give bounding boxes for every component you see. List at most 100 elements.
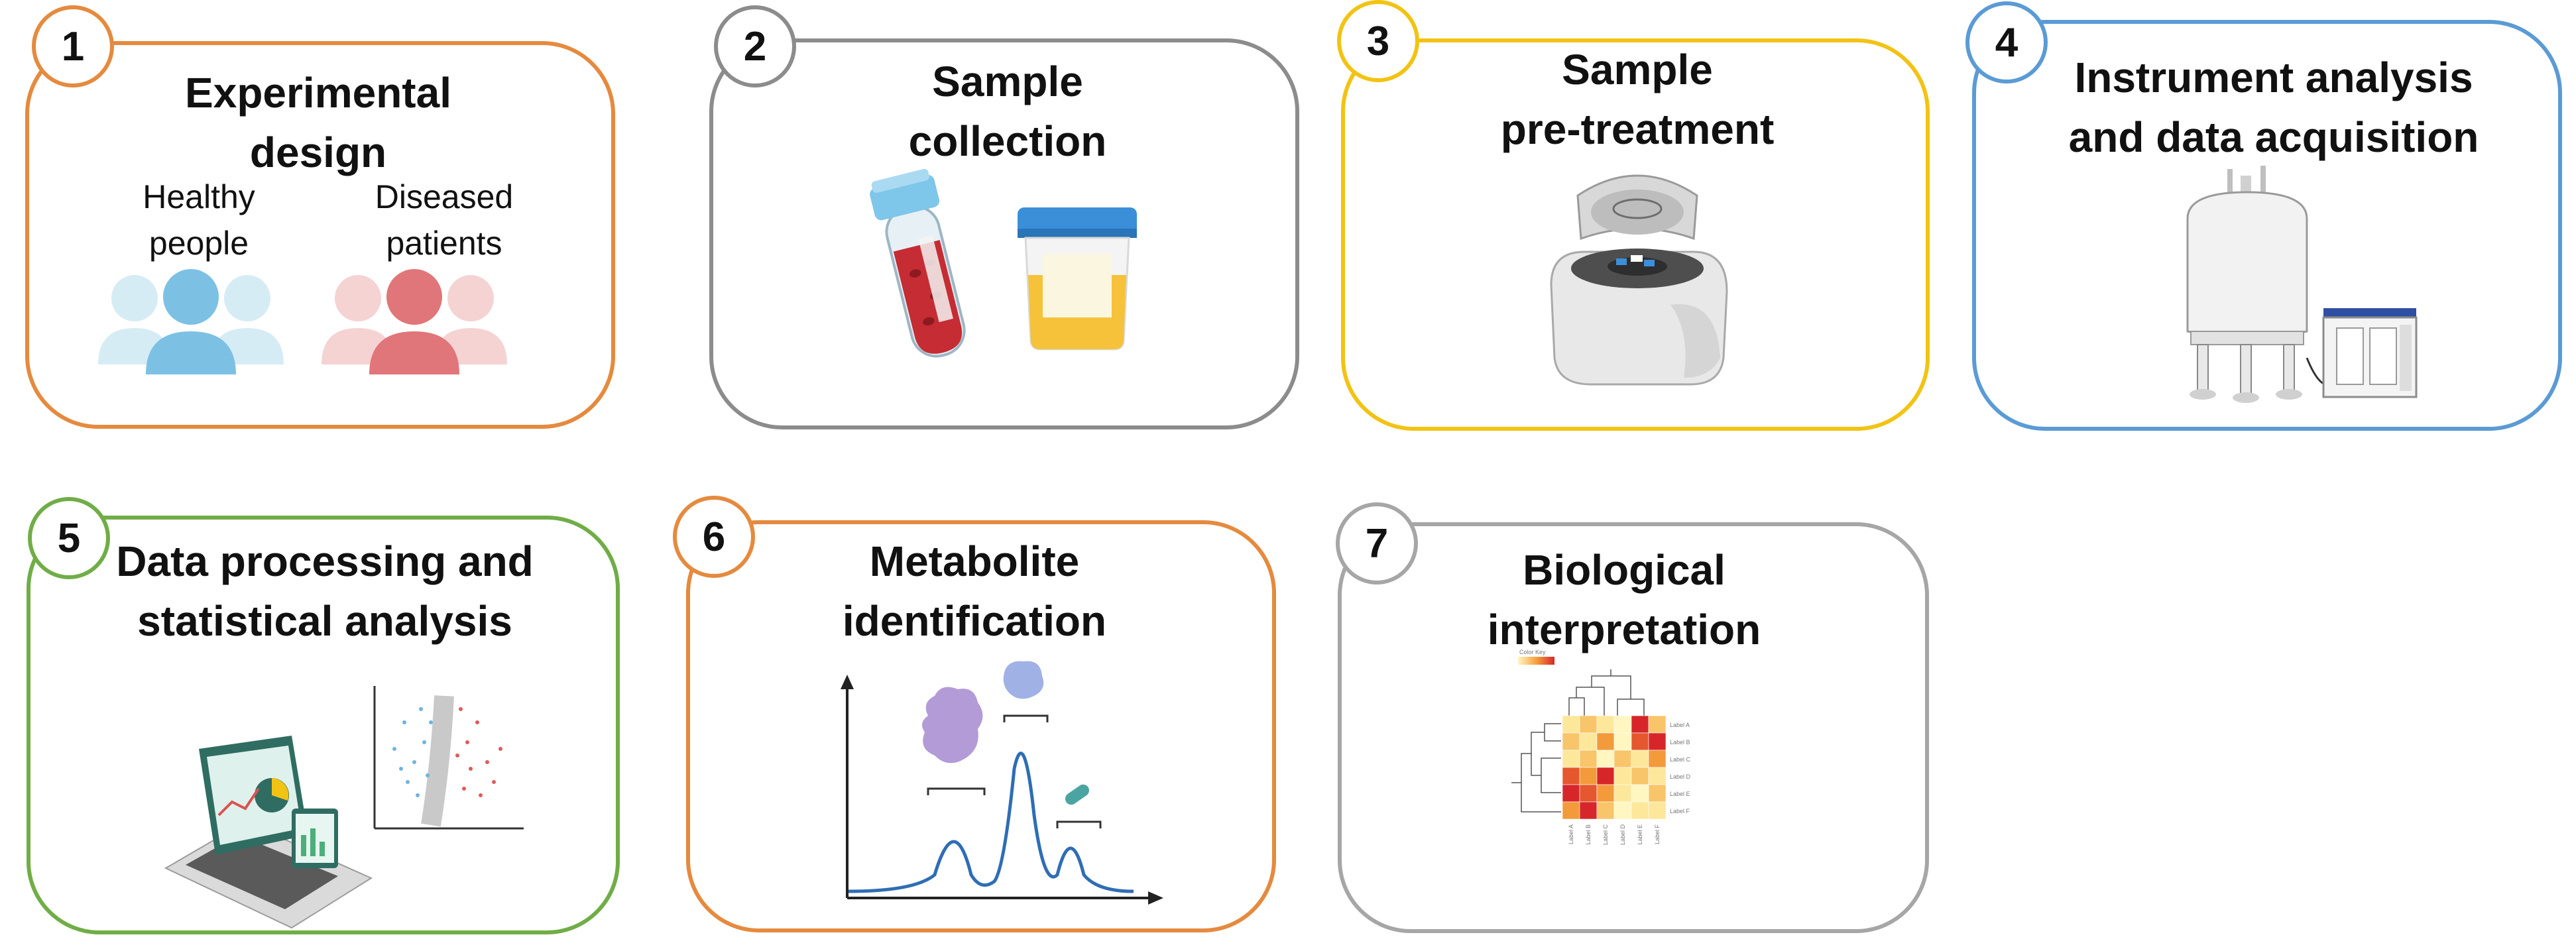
heatmap-col-label: Label B xyxy=(1585,824,1592,845)
heatmap-cell xyxy=(1562,784,1580,803)
step-3-title-line-1: Sample xyxy=(1562,46,1713,93)
heatmap-cell xyxy=(1562,801,1580,820)
laptop-dashboard-icon xyxy=(164,736,373,929)
heatmap-cell xyxy=(1631,732,1649,751)
heatmap-cell xyxy=(1613,801,1632,820)
heatmap-cell xyxy=(1648,732,1667,751)
volcano-plot-icon xyxy=(373,686,524,830)
step-1-title-line-1: Experimental xyxy=(185,69,451,117)
diseased-patients-icon xyxy=(322,269,507,374)
step-1-title-line-2: design xyxy=(249,129,387,176)
heatmap-col-label: Label F xyxy=(1654,824,1661,845)
step-6-title-line-2: identification xyxy=(842,597,1107,645)
heatmap-row-label: Label A xyxy=(1670,722,1690,728)
step-6-title: Metabolite identification xyxy=(789,531,1160,651)
heatmap-cell xyxy=(1579,767,1598,785)
heatmap-cell xyxy=(1579,801,1598,820)
heatmap-col-label: Label E xyxy=(1637,824,1643,845)
heatmap-cell xyxy=(1631,784,1649,803)
heatmap-row-label: Label D xyxy=(1670,773,1691,780)
step-1-title: Experimental design xyxy=(133,63,504,182)
step-2-title-line-1: Sample xyxy=(932,58,1083,105)
chromatogram-icon xyxy=(841,661,1163,905)
heatmap-col-labels: Label A Label B Label C Label D Label E Label… xyxy=(1568,824,1661,846)
heatmap-col-label: Label C xyxy=(1602,824,1609,846)
heatmap-row-labels: Label A Label B Label C Label D Label E Label… xyxy=(1670,722,1691,814)
diseased-label-line-2: patients xyxy=(386,225,502,262)
healthy-label-line-2: people xyxy=(148,225,249,262)
healthy-label: Healthy people xyxy=(106,174,292,266)
heatmap-cell xyxy=(1596,732,1615,751)
blood-tube-icon xyxy=(870,168,966,358)
heatmap-cell xyxy=(1631,767,1649,785)
step-4-title: Instrument analysis and data acquisition xyxy=(2042,48,2506,167)
heatmap-cell xyxy=(1562,732,1580,751)
heatmap-cell xyxy=(1648,715,1667,734)
heatmap-cell xyxy=(1562,715,1580,734)
healthy-people-icon xyxy=(98,269,284,374)
heatmap-cell xyxy=(1596,750,1615,768)
heatmap-cell xyxy=(1648,750,1667,768)
heatmap-cell xyxy=(1562,767,1580,785)
heatmap-cell xyxy=(1631,715,1649,734)
step-3-title: Sample pre-treatment xyxy=(1445,40,1830,159)
step-2-card xyxy=(709,38,1299,429)
step-4-badge: 4 xyxy=(1965,1,2048,84)
heatmap-grid xyxy=(1562,715,1667,820)
step-5-title-line-1: Data processing and xyxy=(116,537,534,585)
heatmap-cell xyxy=(1579,732,1598,751)
heatmap-cell xyxy=(1648,784,1667,803)
heatmap-row-label: Label F xyxy=(1670,808,1690,814)
step-5-badge: 5 xyxy=(28,497,110,579)
heatmap-cell xyxy=(1596,767,1615,785)
urine-cup-icon xyxy=(1018,207,1137,351)
step-4-title-line-2: and data acquisition xyxy=(2068,113,2479,161)
step-7-title: Biological interpretation xyxy=(1432,540,1816,659)
heatmap-cell xyxy=(1579,715,1598,734)
step-2-title-line-2: collection xyxy=(908,117,1107,165)
heatmap-cell xyxy=(1613,715,1632,734)
step-7-badge: 7 xyxy=(1336,502,1418,585)
heatmap-cell xyxy=(1596,715,1615,734)
heatmap-cell xyxy=(1631,801,1649,820)
heatmap-col-label: Label A xyxy=(1568,824,1574,844)
step-5-title-line-2: statistical analysis xyxy=(137,597,512,645)
step-3-title-line-2: pre-treatment xyxy=(1500,105,1775,153)
step-7-card xyxy=(1338,522,1929,933)
heatmap-cell xyxy=(1579,784,1598,803)
step-2-title: Sample collection xyxy=(822,52,1193,171)
heatmap-col-label: Label D xyxy=(1619,824,1626,846)
heatmap-cell xyxy=(1562,750,1580,768)
heatmap-cell xyxy=(1631,750,1649,768)
heatmap-cell xyxy=(1613,732,1632,751)
step-6-title-line-1: Metabolite xyxy=(869,537,1080,585)
step-2-badge: 2 xyxy=(714,5,796,87)
heatmap-row-label: Label C xyxy=(1670,756,1691,763)
heatmap-row-label: Label E xyxy=(1670,791,1690,797)
step-1-badge: 1 xyxy=(32,5,114,87)
step-5-title: Data processing and statistical analysis xyxy=(99,531,550,651)
healthy-label-line-1: Healthy xyxy=(143,178,255,215)
heatmap-cell xyxy=(1648,767,1667,785)
step-7-title-line-1: Biological xyxy=(1523,546,1726,594)
heatmap-cell xyxy=(1613,784,1632,803)
heatmap-cell xyxy=(1596,801,1615,820)
heatmap-key-label: Color Key xyxy=(1519,649,1546,655)
step-3-badge: 3 xyxy=(1337,0,1419,82)
step-4-title-line-1: Instrument analysis xyxy=(2074,54,2473,101)
centrifuge-icon xyxy=(1550,174,1728,386)
heatmap-cell xyxy=(1613,750,1632,768)
step-7-title-line-2: interpretation xyxy=(1487,606,1761,653)
heatmap-cell xyxy=(1648,801,1667,820)
diseased-label-line-1: Diseased xyxy=(375,178,514,215)
heatmap-cell xyxy=(1596,784,1615,803)
heatmap-row-label: Label B xyxy=(1670,739,1690,746)
heatmap-cell xyxy=(1579,750,1598,768)
diseased-label: Diseased patients xyxy=(351,174,537,266)
nmr-spectrometer-icon xyxy=(2186,166,2418,403)
step-6-badge: 6 xyxy=(673,496,755,578)
step-6-card xyxy=(686,520,1276,932)
heatmap-cell xyxy=(1613,767,1632,785)
step-3-card xyxy=(1341,38,1930,431)
